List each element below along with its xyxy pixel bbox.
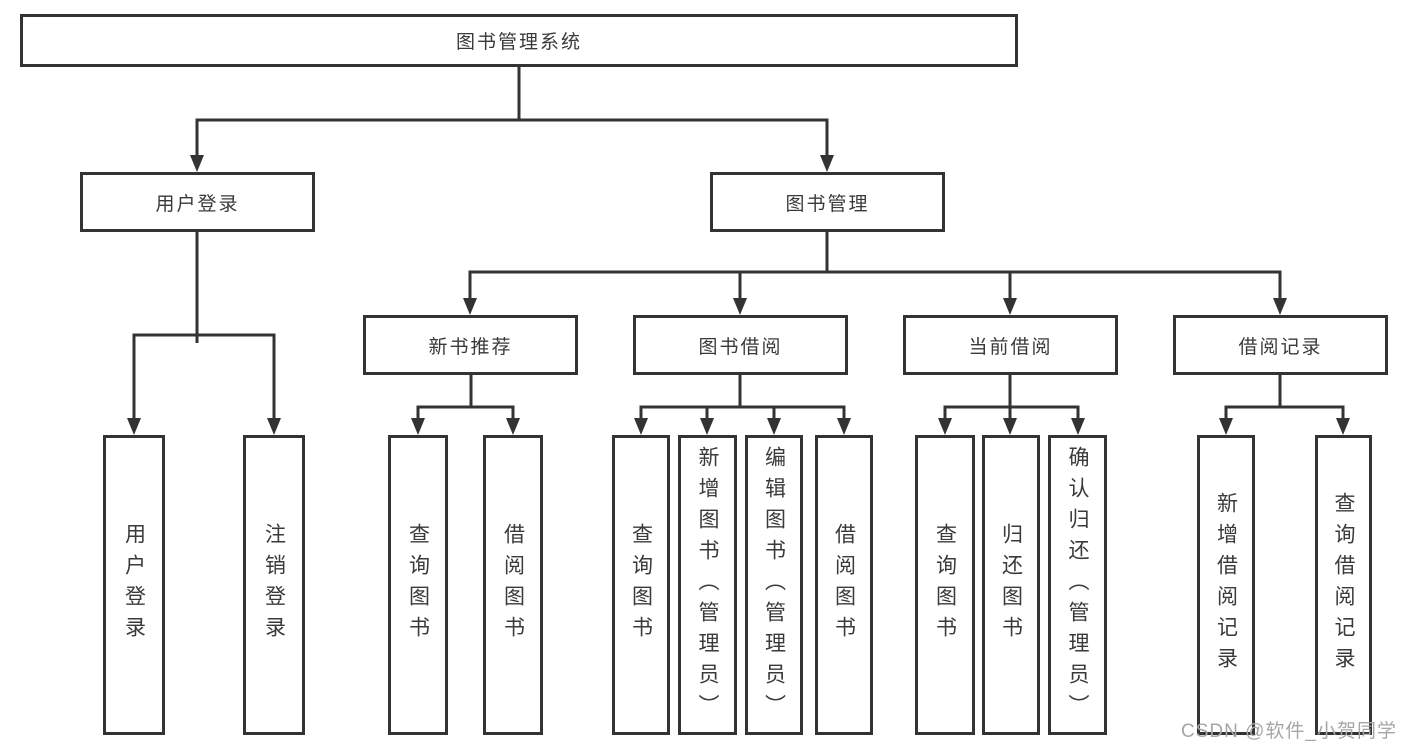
leaf-query-books-recommend: 查询图书	[388, 435, 448, 735]
connector-book-borrow-to-leaves	[639, 375, 846, 420]
arrow-down-icon	[190, 155, 204, 172]
arrow-down-icon	[820, 155, 834, 172]
arrow-down-icon	[938, 418, 952, 435]
node-root-library-system: 图书管理系统	[20, 14, 1018, 67]
leaf-query-borrow-record: 查询借阅记录	[1315, 435, 1372, 735]
arrow-down-icon	[463, 298, 477, 315]
connector-book-management-to-level3	[468, 231, 1282, 300]
arrow-down-icon	[837, 418, 851, 435]
leaf-query-books-borrow: 查询图书	[612, 435, 670, 735]
connector-borrow-records-to-leaves	[1224, 375, 1345, 420]
leaf-confirm-return-admin: 确认归还（管理员）	[1048, 435, 1107, 735]
arrow-down-icon	[733, 298, 747, 315]
arrow-down-icon	[506, 418, 520, 435]
arrow-down-icon	[1336, 418, 1350, 435]
arrow-down-icon	[1003, 418, 1017, 435]
arrow-down-icon	[1071, 418, 1085, 435]
csdn-watermark: CSDN @软件_小贺同学	[1181, 721, 1397, 742]
leaf-edit-book-admin: 编辑图书（管理员）	[745, 435, 803, 735]
node-book-borrow: 图书借阅	[633, 315, 848, 375]
node-current-borrow: 当前借阅	[903, 315, 1118, 375]
arrow-down-icon	[1003, 298, 1017, 315]
arrow-down-icon	[634, 418, 648, 435]
arrow-down-icon	[127, 418, 141, 435]
arrow-down-icon	[267, 418, 281, 435]
node-borrow-records: 借阅记录	[1173, 315, 1388, 375]
arrow-down-icon	[767, 418, 781, 435]
leaf-user-login: 用户登录	[103, 435, 165, 735]
arrow-down-icon	[1273, 298, 1287, 315]
leaf-add-book-admin: 新增图书（管理员）	[678, 435, 737, 735]
leaf-logout: 注销登录	[243, 435, 305, 735]
connector-user-login-to-leaves	[132, 231, 276, 420]
leaf-add-borrow-record: 新增借阅记录	[1197, 435, 1255, 735]
arrow-down-icon	[700, 418, 714, 435]
leaf-return-books: 归还图书	[982, 435, 1040, 735]
node-user-login: 用户登录	[80, 172, 315, 232]
connector-current-borrow-to-leaves	[943, 375, 1080, 420]
arrow-down-icon	[411, 418, 425, 435]
leaf-borrow-books-recommend: 借阅图书	[483, 435, 543, 735]
leaf-borrow-books-borrow: 借阅图书	[815, 435, 873, 735]
node-book-management: 图书管理	[710, 172, 945, 232]
connector-root-to-level2	[195, 67, 829, 157]
leaf-query-books-current: 查询图书	[915, 435, 975, 735]
arrow-down-icon	[1219, 418, 1233, 435]
node-new-book-recommend: 新书推荐	[363, 315, 578, 375]
connector-new-book-recommend-to-leaves	[416, 375, 515, 420]
